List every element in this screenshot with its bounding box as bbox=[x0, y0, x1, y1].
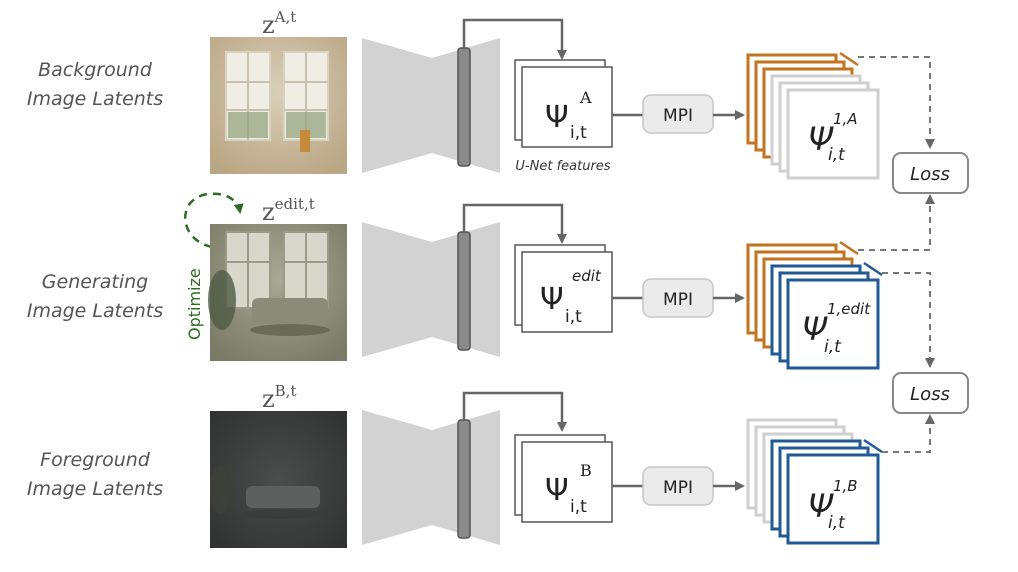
svg-text:MPI: MPI bbox=[663, 290, 693, 310]
svg-text:i,t: i,t bbox=[570, 123, 587, 143]
loss-box-2: Loss bbox=[892, 372, 969, 414]
svg-text:edit: edit bbox=[572, 267, 602, 285]
latent-image-b bbox=[210, 411, 347, 548]
row-label-foreground-line2: Image Latents bbox=[26, 478, 164, 500]
svg-text:B: B bbox=[580, 461, 592, 480]
mpi-stack-a: Ψ 1,A i,t bbox=[746, 51, 880, 180]
svg-text:Loss: Loss bbox=[910, 384, 950, 405]
row-label-foreground-line1: Foreground bbox=[40, 449, 150, 471]
loss-box-1: Loss bbox=[892, 152, 969, 194]
latent-image-edit bbox=[208, 224, 347, 361]
optimize-loop-arrow bbox=[184, 192, 244, 249]
mpi-stack-edit: Ψ 1,edit i,t bbox=[746, 240, 883, 370]
svg-text:Ψ: Ψ bbox=[808, 120, 834, 158]
feature-box-a: Ψ A i,t bbox=[514, 59, 613, 148]
row-label-generating-line1: Generating bbox=[41, 271, 149, 293]
row-label-background-line2: Image Latents bbox=[26, 88, 164, 110]
latent-label-b: zB,t bbox=[262, 382, 296, 413]
svg-text:i,t: i,t bbox=[565, 307, 582, 327]
row-label-generating-line2: Image Latents bbox=[26, 300, 164, 322]
row-label-generating: Generating Image Latents bbox=[0, 268, 190, 326]
svg-text:Ψ: Ψ bbox=[545, 100, 569, 135]
feature-box-b: Ψ B i,t bbox=[514, 434, 613, 523]
mpi-button-a: MPI bbox=[642, 94, 714, 134]
svg-text:Ψ: Ψ bbox=[802, 310, 828, 348]
mpi-button-b: MPI bbox=[642, 466, 714, 506]
optimize-label: Optimize bbox=[185, 268, 204, 340]
svg-text:1,B: 1,B bbox=[833, 477, 858, 495]
row-label-background-line1: Background bbox=[38, 59, 152, 81]
svg-text:MPI: MPI bbox=[663, 106, 693, 126]
row-background: zA,t Ψ A i,t bbox=[210, 8, 880, 180]
svg-text:Ψ: Ψ bbox=[545, 473, 569, 508]
unet-a bbox=[362, 18, 567, 173]
svg-text:A: A bbox=[579, 88, 592, 107]
latent-label-edit: zedit,t bbox=[262, 195, 315, 226]
unet-b bbox=[362, 391, 567, 545]
svg-text:Ψ: Ψ bbox=[808, 487, 834, 525]
svg-text:1,A: 1,A bbox=[833, 110, 858, 128]
svg-text:Ψ: Ψ bbox=[540, 282, 564, 317]
unet-features-caption: U-Net features bbox=[515, 159, 610, 174]
mpi-button-edit: MPI bbox=[642, 278, 714, 318]
latent-image-a bbox=[210, 37, 347, 174]
mpi-stack-b: Ψ 1,B i,t bbox=[746, 418, 883, 545]
feature-box-edit: Ψ edit i,t bbox=[514, 244, 613, 333]
svg-text:Loss: Loss bbox=[910, 164, 950, 185]
row-label-background: Background Image Latents bbox=[0, 56, 190, 114]
unet-edit bbox=[362, 203, 567, 357]
svg-text:i,t: i,t bbox=[828, 513, 846, 533]
svg-text:1,edit: 1,edit bbox=[827, 300, 871, 318]
svg-text:i,t: i,t bbox=[828, 145, 846, 165]
row-generating: zedit,t Optimize Ψ edit i,t bbox=[184, 192, 883, 370]
row-label-foreground: Foreground Image Latents bbox=[0, 446, 190, 504]
svg-text:i,t: i,t bbox=[570, 497, 587, 517]
svg-text:MPI: MPI bbox=[663, 478, 693, 498]
latent-label-a: zA,t bbox=[262, 8, 296, 39]
svg-text:i,t: i,t bbox=[824, 337, 842, 357]
row-foreground: zB,t Ψ B i,t MPI bbox=[210, 382, 883, 548]
loss-connections bbox=[858, 56, 935, 453]
